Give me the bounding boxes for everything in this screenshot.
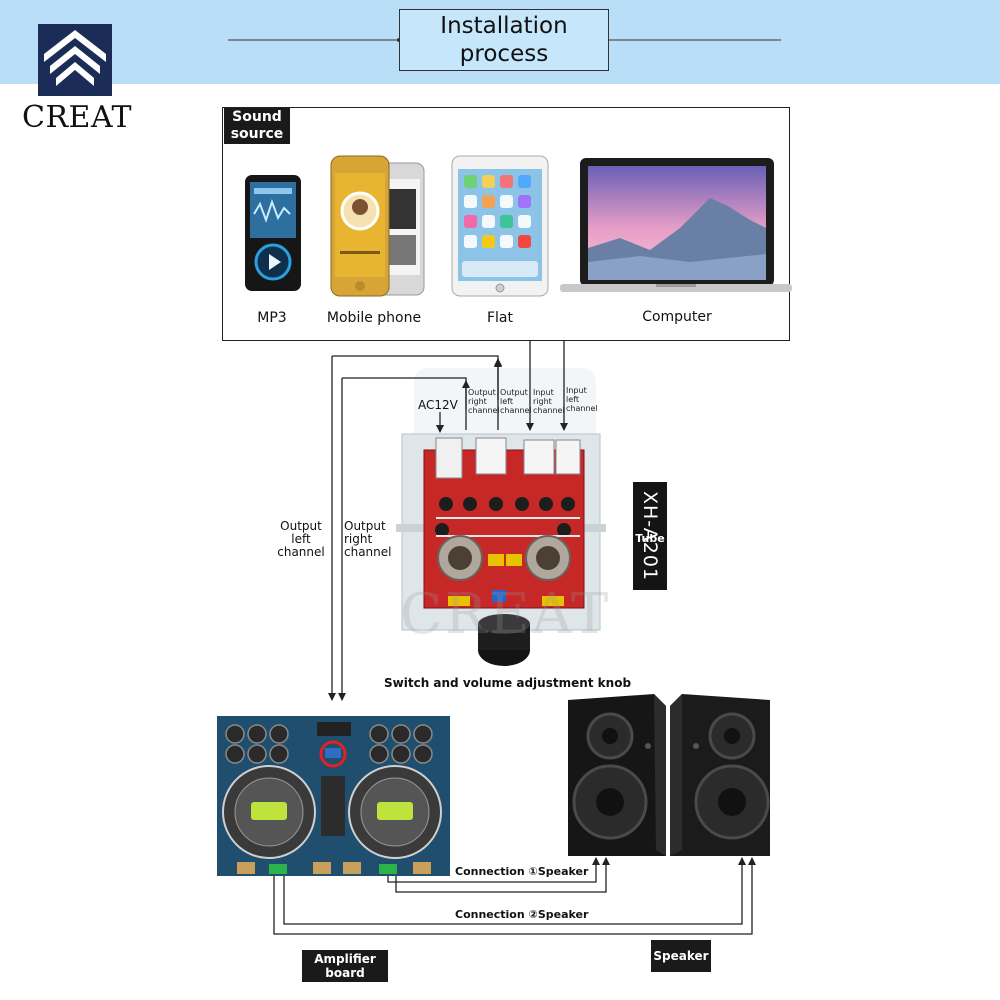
mp3-player-icon [245, 175, 301, 291]
laptop-icon [560, 158, 792, 292]
creat-logo-icon [38, 24, 112, 96]
speaker-image [568, 694, 770, 856]
port-label-input-right: Input right channel [533, 388, 565, 415]
output-right-channel-label: Output right channel [344, 519, 392, 559]
speaker-tag: Speaker [651, 940, 711, 972]
model-tag: XH-A201 [633, 482, 667, 590]
ac12v-label: AC12V [418, 398, 458, 412]
device-label-computer: Computer [642, 309, 712, 325]
device-label-mobile-phone: Mobile phone [326, 310, 422, 326]
connection-1-label: Connection ①Speaker [455, 865, 589, 878]
port-label-output-left: Output left channel [500, 388, 532, 415]
port-label-input-left: Input left channel [566, 386, 598, 413]
tube-label: Tube [635, 532, 665, 545]
amplifier-board-tag: Amplifier board [302, 950, 388, 982]
amplifier-board-image [217, 716, 450, 876]
smartphone-icon [330, 155, 425, 297]
page-title: Installation process [399, 9, 609, 71]
connection-2-label: Connection ②Speaker [455, 908, 589, 921]
tube-preamp-board [396, 368, 606, 666]
output-left-channel-label: Output left channel [277, 519, 325, 559]
knob-label: Switch and volume adjustment knob [384, 676, 632, 690]
port-label-output-right: Output right channel [468, 388, 500, 415]
watermark: CREAT [399, 582, 611, 647]
device-label-mp3: MP3 [257, 310, 287, 326]
brand-name: CREAT [22, 100, 132, 135]
device-label-flat: Flat [486, 310, 513, 326]
sound-source-tag: Sound source [224, 108, 290, 144]
tablet-icon [451, 155, 549, 297]
